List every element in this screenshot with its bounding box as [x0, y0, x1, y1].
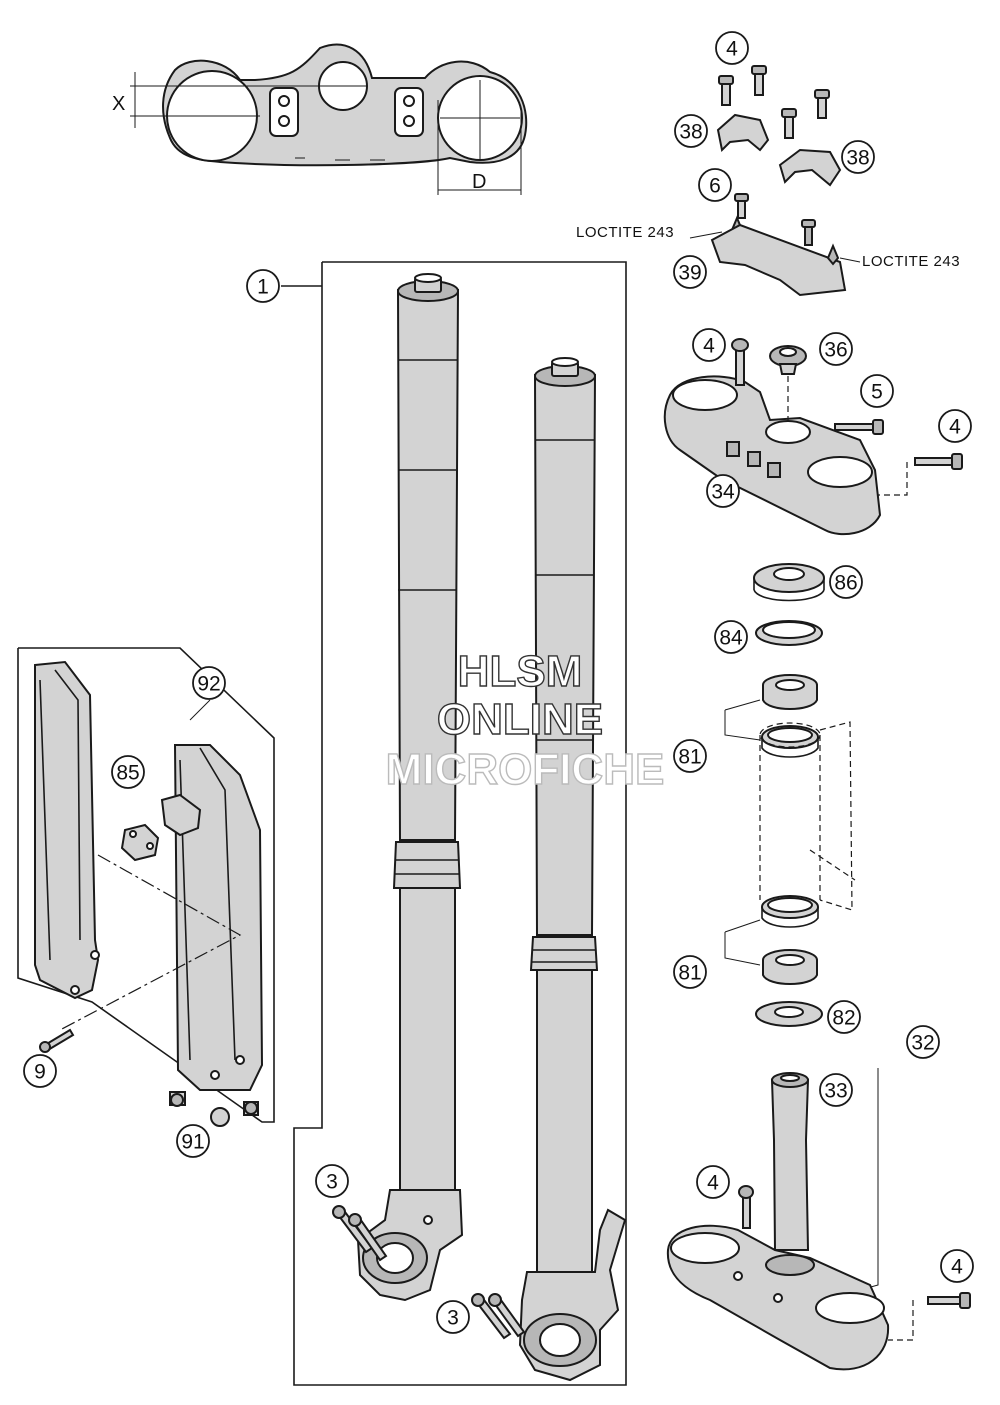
callout-3-left: 3: [315, 1164, 349, 1198]
svg-text:91: 91: [181, 1131, 204, 1154]
upper-triple-clamp-34: [663, 338, 882, 536]
callout-36: 36: [819, 332, 853, 366]
dim-d-label: D: [472, 171, 486, 193]
handlebar-mount-39: [710, 219, 847, 297]
svg-text:4: 4: [949, 416, 961, 439]
seal-86: [753, 563, 825, 602]
svg-text:9: 9: [34, 1061, 46, 1084]
fork-leg-left: [356, 273, 464, 1302]
watermark-line3: MICROFICHE: [386, 745, 665, 794]
svg-text:84: 84: [719, 627, 743, 650]
handlebar-clamp-38-right: [778, 148, 842, 187]
callout-84: 84: [714, 620, 748, 654]
svg-text:86: 86: [834, 572, 857, 595]
svg-text:32: 32: [911, 1032, 934, 1055]
callout-32: 32: [906, 1025, 940, 1059]
loctite-label-right: LOCTITE 243: [862, 253, 960, 270]
screw-4-lower-side: [927, 1292, 971, 1309]
callout-39: 39: [673, 255, 707, 289]
svg-text:92: 92: [197, 673, 220, 696]
watermark: HLSM ONLINE MICROFICHE: [385, 646, 665, 794]
clamp-bolts-right: [471, 1293, 526, 1340]
bearing-race-81-lower: [761, 895, 819, 928]
callout-82: 82: [827, 1000, 861, 1034]
callout-33: 33: [819, 1073, 853, 1107]
svg-text:4: 4: [703, 335, 715, 358]
fork-guard-right: [160, 744, 264, 1091]
svg-text:3: 3: [447, 1307, 459, 1330]
svg-text:39: 39: [678, 262, 701, 285]
svg-text:33: 33: [824, 1080, 847, 1103]
fork-guard-left: [34, 660, 100, 1000]
loctite-drop-right: [826, 243, 840, 266]
screw-5: [834, 419, 884, 435]
callout-5: 5: [860, 374, 894, 408]
screw-4-upper-clamp: [914, 453, 963, 470]
steering-nut-36: [769, 345, 807, 375]
fork-assembly-frame: [293, 261, 627, 1386]
callout-4-upper-side: 4: [938, 409, 972, 443]
callout-1: 1: [246, 269, 280, 303]
svg-text:5: 5: [871, 381, 883, 404]
svg-text:82: 82: [832, 1007, 855, 1030]
callout-4-lower-side: 4: [940, 1249, 974, 1283]
callout-4-lower-bolt: 4: [696, 1165, 730, 1199]
fork-leg-right: [518, 357, 627, 1382]
callout-38-left: 38: [674, 114, 708, 148]
callout-9: 9: [23, 1054, 57, 1088]
watermark-line1: HLSM: [458, 647, 583, 696]
guard-clamp-85: [120, 823, 160, 862]
svg-text:4: 4: [707, 1172, 719, 1195]
screw-4-lower-top: [738, 1185, 754, 1229]
screws-91: [169, 1091, 259, 1127]
bearing-race-81-upper: [761, 725, 819, 758]
clamp-bolts-4-top: [718, 65, 830, 139]
screw-9: [39, 1028, 75, 1053]
callout-91: 91: [176, 1124, 210, 1158]
fork-guard-frame: [17, 647, 275, 1123]
svg-text:85: 85: [116, 762, 139, 785]
svg-text:4: 4: [726, 38, 738, 61]
watermark-line2: ONLINE: [437, 695, 603, 744]
callout-85: 85: [111, 755, 145, 789]
svg-text:6: 6: [709, 175, 721, 198]
svg-text:3: 3: [326, 1171, 338, 1194]
svg-text:4: 4: [951, 1256, 963, 1279]
dust-seal-84: [755, 620, 823, 646]
steering-stem-33: [770, 1072, 810, 1251]
triple-clamp-dimension-drawing: [130, 43, 528, 195]
svg-text:34: 34: [711, 481, 735, 504]
callout-86: 86: [829, 565, 863, 599]
callout-81-upper: 81: [673, 739, 707, 773]
callout-4-upper-bolt: 4: [692, 328, 726, 362]
callout-38-right: 38: [841, 140, 875, 174]
screw-6: [734, 193, 749, 219]
steering-head-outline: [759, 721, 856, 911]
callout-92: 92: [192, 666, 226, 700]
bearing-81-upper: [762, 674, 818, 710]
loctite-label-left: LOCTITE 243: [576, 224, 674, 241]
bearing-81-lower: [762, 949, 818, 985]
handlebar-clamp-38-left: [716, 113, 770, 153]
svg-text:38: 38: [679, 121, 702, 144]
clamp-bolts-left: [332, 1205, 388, 1262]
svg-text:1: 1: [257, 276, 269, 299]
lower-triple-clamp-32: [666, 1224, 890, 1371]
svg-text:36: 36: [824, 339, 847, 362]
dim-x-label: X: [112, 93, 125, 115]
callout-34: 34: [706, 474, 740, 508]
svg-text:81: 81: [678, 962, 701, 985]
callout-4-top: 4: [715, 31, 749, 65]
svg-text:81: 81: [678, 746, 701, 769]
svg-text:38: 38: [846, 147, 869, 170]
callout-3-right: 3: [436, 1300, 470, 1334]
callout-6: 6: [698, 168, 732, 202]
callout-81-lower: 81: [673, 955, 707, 989]
seal-82: [755, 1001, 823, 1027]
